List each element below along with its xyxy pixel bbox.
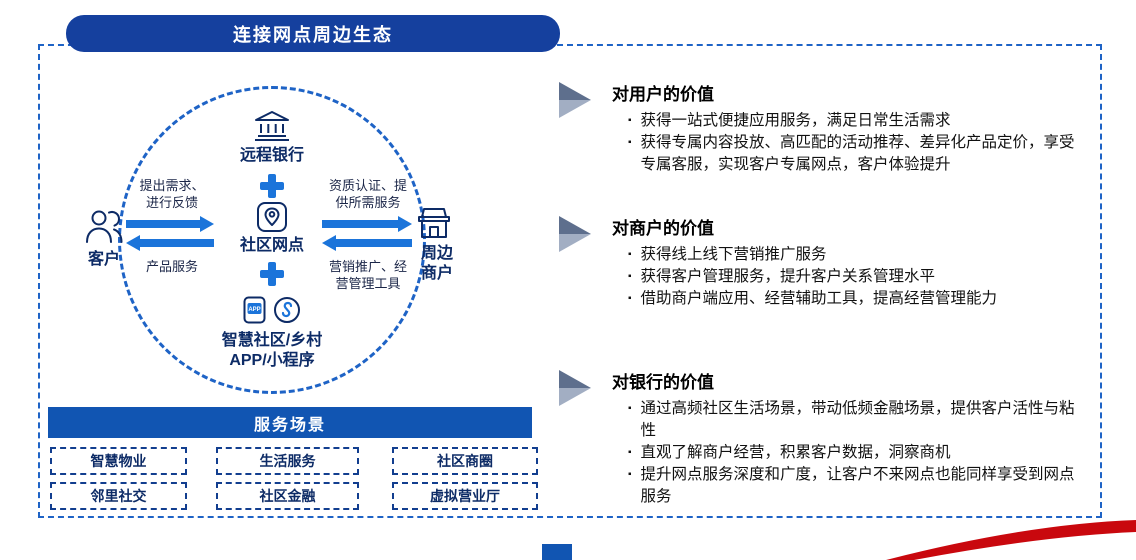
value-section-title: 对商户的价值 [612, 219, 714, 238]
value-bullet: 通过高频社区生活场景，带动低频金融场景，提供客户活性与粘性 [612, 398, 1082, 442]
arrow-outlet-to-customer [126, 235, 214, 251]
miniprogram-icon [273, 296, 301, 329]
app-icon: APP [243, 296, 266, 329]
merchant-icon [416, 206, 452, 240]
scenario-box: 社区金融 [216, 482, 359, 510]
arrow-customer-to-outlet [126, 216, 214, 232]
customer-icon [84, 208, 124, 244]
value-bullet: 获得专属内容投放、高匹配的活动推荐、差异化产品定价，享受专属客服，实现客户专属网… [612, 132, 1082, 176]
value-bullet-list: 通过高频社区生活场景，带动低频金融场景，提供客户活性与粘性 直观了解商户经营，积… [612, 398, 1082, 508]
value-bullet: 获得一站式便捷应用服务，满足日常生活需求 [612, 110, 1082, 132]
arrow-label-demand-feedback: 提出需求、 进行反馈 [139, 178, 205, 210]
service-scenarios-header: 服务场景 [48, 407, 532, 438]
bank-icon [253, 110, 291, 142]
merchant-label: 周边 商户 [420, 245, 453, 282]
customer-label: 客户 [87, 251, 120, 268]
value-bullet: 获得客户管理服务，提升客户关系管理水平 [612, 266, 1082, 288]
value-section-title: 对银行的价值 [612, 373, 714, 392]
smart-app-label: 智慧社区/乡村 APP/小程序 [221, 332, 323, 369]
chevron-arrow-icon [558, 214, 594, 310]
arrow-merchant-to-outlet [322, 235, 412, 251]
value-bullet: 获得线上线下营销推广服务 [612, 244, 1082, 266]
value-bullet-list: 获得线上线下营销推广服务 获得客户管理服务，提升客户关系管理水平 借助商户端应用… [612, 244, 1082, 310]
value-section-bank: 对银行的价值 通过高频社区生活场景，带动低频金融场景，提供客户活性与粘性 直观了… [558, 368, 1102, 508]
remote-bank-label: 远程银行 [239, 147, 304, 164]
scenario-box: 社区商圈 [392, 447, 538, 475]
arrow-label-product-service: 产品服务 [145, 259, 198, 274]
banner-title: 连接网点周边生态 [66, 15, 560, 52]
scenario-box: 智慧物业 [50, 447, 187, 475]
chevron-arrow-icon [558, 80, 594, 176]
value-section-merchants: 对商户的价值 获得线上线下营销推广服务 获得客户管理服务，提升客户关系管理水平 … [558, 214, 1102, 310]
dashed-frame [38, 44, 1102, 518]
value-section-users: 对用户的价值 获得一站式便捷应用服务，满足日常生活需求 获得专属内容投放、高匹配… [558, 80, 1102, 176]
chevron-arrow-icon [558, 368, 594, 508]
smart-app-icons: APP [243, 296, 301, 329]
blue-square-decoration [542, 544, 572, 560]
value-section-title: 对用户的价值 [612, 85, 714, 104]
scenario-box: 虚拟营业厅 [392, 482, 538, 510]
value-bullet: 借助商户端应用、经营辅助工具，提高经营管理能力 [612, 288, 1082, 310]
arrow-outlet-to-merchant [322, 216, 412, 232]
value-bullet: 直观了解商户经营，积累客户数据，洞察商机 [612, 442, 1082, 464]
plus-icon [260, 262, 284, 286]
app-icon-text: APP [248, 307, 260, 313]
scenario-box: 邻里社交 [50, 482, 187, 510]
value-bullet: 提升网点服务深度和广度，让客户不来网点也能同样享受到网点服务 [612, 464, 1082, 508]
map-pin-icon [256, 201, 288, 233]
community-outlet-label: 社区网点 [239, 237, 304, 254]
arrow-label-marketing-tools: 营销推广、经 营管理工具 [328, 259, 407, 291]
value-bullet-list: 获得一站式便捷应用服务，满足日常生活需求 获得专属内容投放、高匹配的活动推荐、差… [612, 110, 1082, 176]
arrow-label-qualification: 资质认证、提 供所需服务 [328, 178, 407, 210]
plus-icon [260, 174, 284, 198]
red-swoosh-decoration [886, 518, 1136, 560]
scenario-box: 生活服务 [216, 447, 359, 475]
ecosystem-circle [118, 86, 426, 394]
